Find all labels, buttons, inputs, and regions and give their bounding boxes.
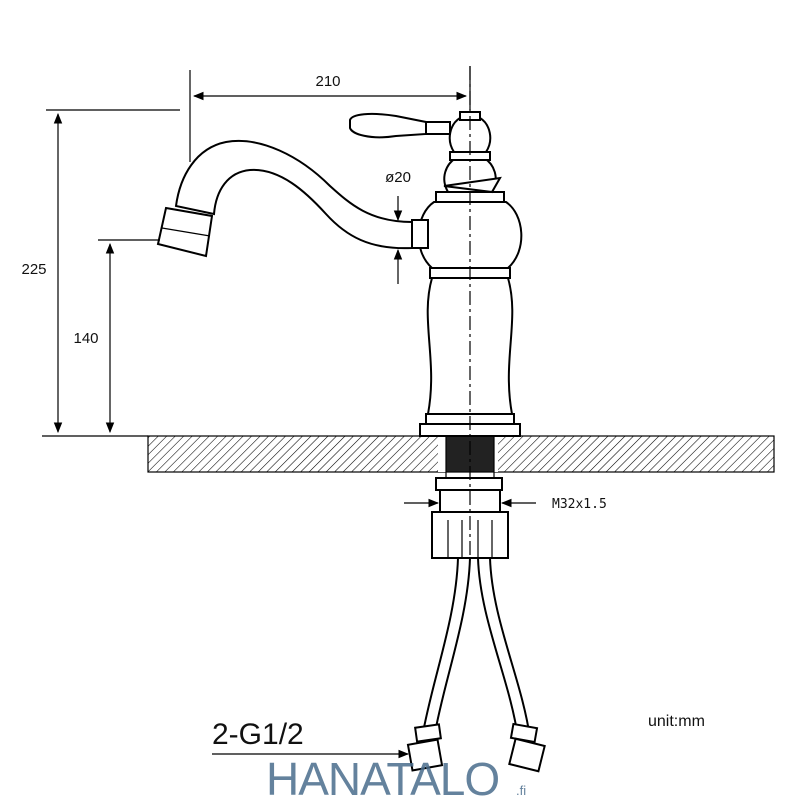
thread-label: M32x1.5	[552, 497, 607, 512]
unit-label: unit:mm	[648, 713, 705, 730]
dimension-total-height: 225	[21, 109, 180, 434]
watermark-suffix: .fi	[516, 783, 526, 798]
spout-height-label: 140	[73, 330, 98, 347]
flexible-hoses	[406, 557, 546, 773]
spout-diameter-label: ø20	[385, 169, 411, 186]
dimension-spout-height: 140	[73, 239, 160, 434]
watermark-text: HANATALO	[266, 753, 499, 800]
spout	[156, 140, 413, 258]
lever-handle	[349, 112, 451, 139]
faucet-body	[411, 111, 523, 437]
countertop	[42, 435, 775, 473]
dimension-spout-diameter: ø20	[385, 169, 411, 284]
dimension-thread: M32x1.5	[404, 497, 607, 512]
connection-label: 2-G1/2	[212, 718, 304, 751]
width-label: 210	[315, 73, 340, 90]
total-height-label: 225	[21, 261, 46, 278]
watermark-logo: HANATALO .fi	[266, 753, 526, 800]
dimension-width: 210	[189, 66, 471, 162]
dimension-connection: 2-G1/2	[212, 718, 410, 759]
